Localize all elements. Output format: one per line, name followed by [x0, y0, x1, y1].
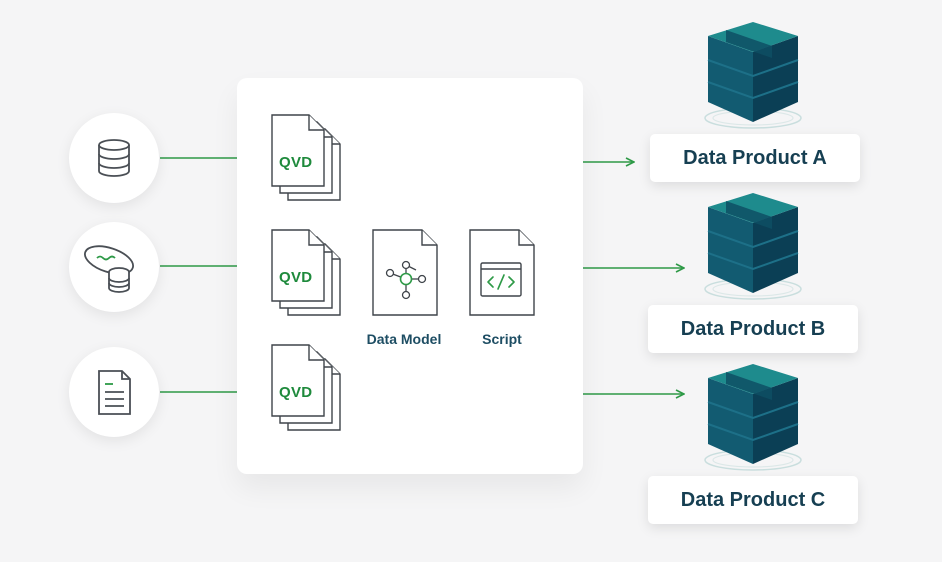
cube-icon	[698, 364, 808, 476]
file-stack-icon	[271, 114, 341, 201]
qvd-file-stack-3: QVD	[271, 344, 343, 434]
data-product-a-card: Data Product A	[650, 134, 860, 182]
database-icon	[98, 139, 130, 177]
script-label: Script	[482, 331, 522, 347]
qvd-label: QVD	[279, 384, 313, 401]
script-file	[469, 229, 537, 319]
file-stack-icon	[271, 344, 341, 431]
qvd-label: QVD	[279, 154, 313, 171]
data-product-b-card: Data Product B	[648, 305, 858, 353]
source-database	[69, 113, 159, 203]
qvd-label: QVD	[279, 269, 313, 286]
qvd-file-stack-1: QVD	[271, 114, 343, 204]
code-icon	[469, 229, 535, 316]
cloud-database-icon	[84, 245, 134, 293]
source-document	[69, 347, 159, 437]
data-product-c-card: Data Product C	[648, 476, 858, 524]
data-model-file	[372, 229, 440, 319]
cube-icon	[698, 22, 808, 134]
network-graph-icon	[372, 229, 438, 316]
source-cloud-database	[69, 222, 159, 312]
document-icon	[98, 370, 131, 415]
data-model-label: Data Model	[366, 331, 442, 347]
cube-icon	[698, 193, 808, 305]
file-stack-icon	[271, 229, 341, 316]
qvd-file-stack-2: QVD	[271, 229, 343, 319]
